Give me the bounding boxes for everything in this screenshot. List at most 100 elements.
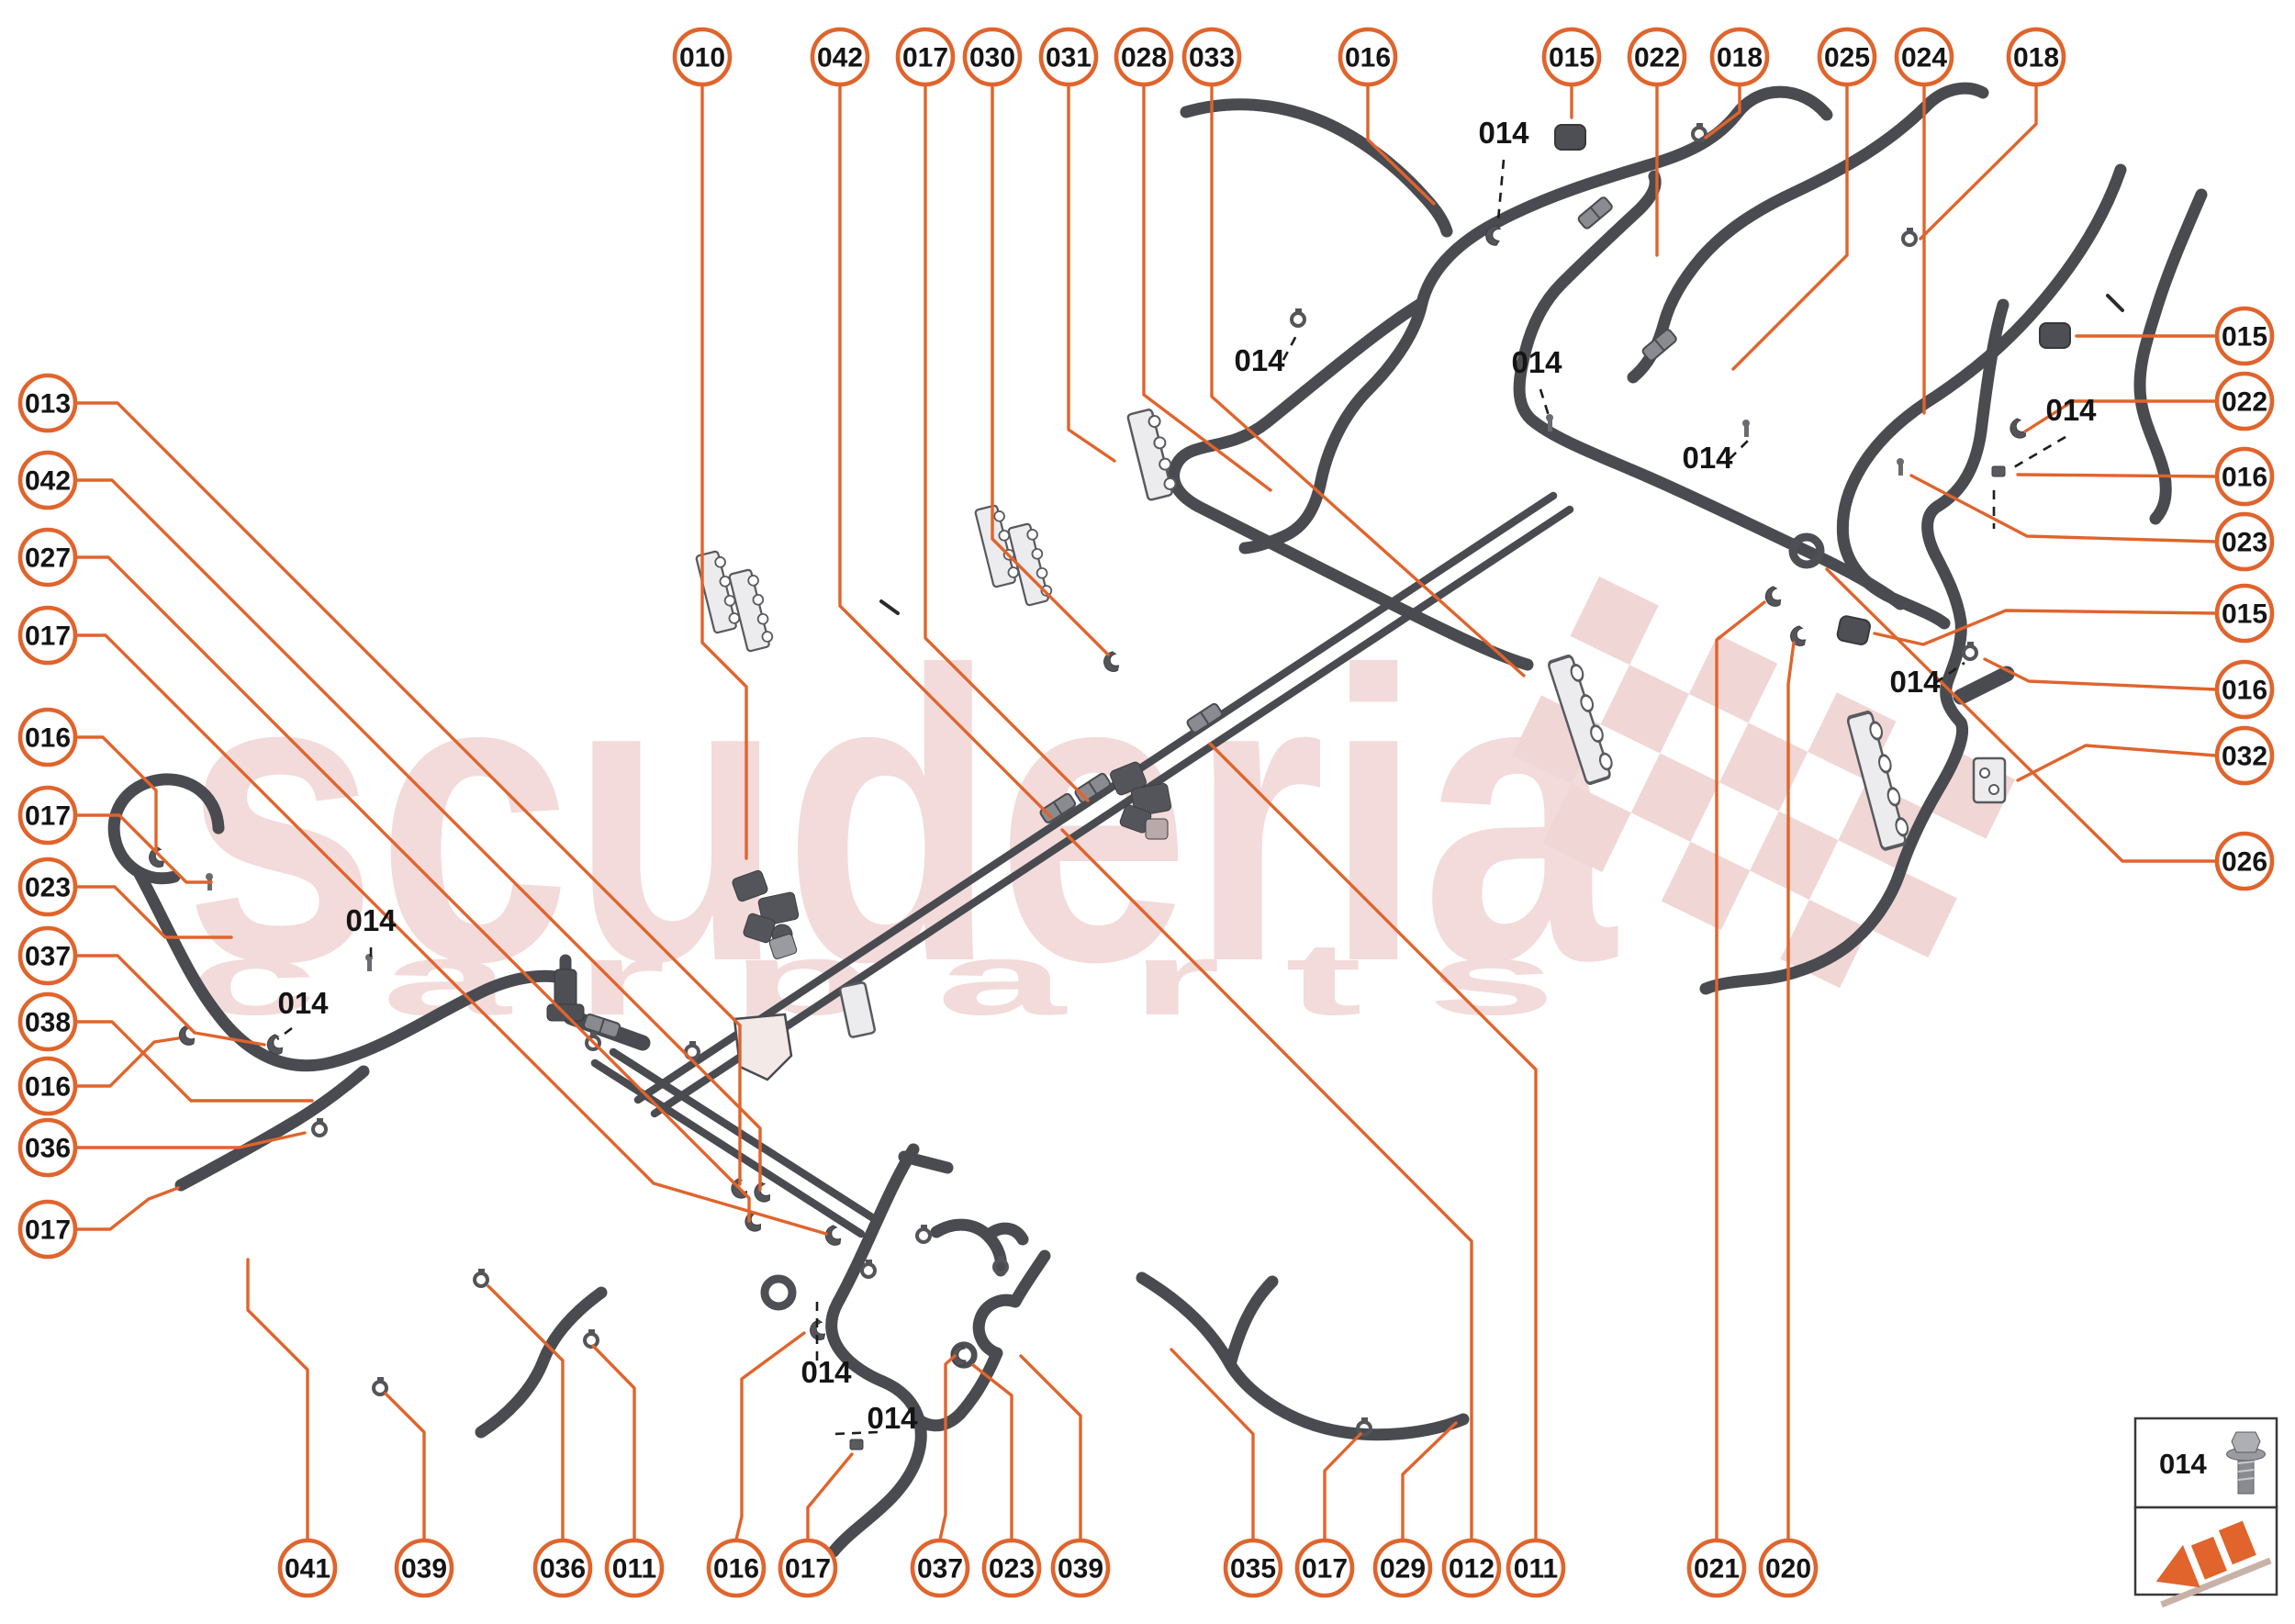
- callout-010[interactable]: [672, 27, 733, 87]
- callout-031[interactable]: [1038, 27, 1099, 87]
- callout-018-top2[interactable]: [2006, 27, 2066, 87]
- hose-y-piece: [930, 1218, 1029, 1277]
- clip-020: [1788, 624, 1807, 648]
- leader-012: [1060, 828, 1473, 1541]
- callout-023-b[interactable]: [981, 1538, 1042, 1598]
- callout-label-022-r: 022: [2222, 387, 2267, 418]
- callout-037-left[interactable]: [17, 925, 78, 986]
- callout-017-top[interactable]: [895, 27, 956, 87]
- hose-far-right: [2133, 188, 2208, 525]
- callout-020[interactable]: [1758, 1538, 1819, 1598]
- callout-label-016-left2: 016: [25, 1072, 71, 1103]
- callout-017-b1[interactable]: [778, 1538, 838, 1598]
- fastener-dash-3: [1539, 388, 1551, 420]
- callout-025[interactable]: [1817, 27, 1877, 87]
- leader-030: [991, 84, 1110, 656]
- callout-030[interactable]: [962, 27, 1023, 87]
- callout-022-top[interactable]: [1627, 27, 1687, 87]
- callout-024[interactable]: [1894, 27, 1954, 87]
- callout-017-left2[interactable]: [17, 785, 78, 846]
- callout-042-top[interactable]: [810, 27, 870, 87]
- callout-021[interactable]: [1686, 1538, 1747, 1598]
- callout-036-left[interactable]: [17, 1117, 78, 1178]
- leader-022-r: [2023, 399, 2218, 433]
- callout-039-b2[interactable]: [1050, 1538, 1111, 1598]
- sleeve-hose-top: [1576, 195, 1615, 231]
- leader-017-b2: [1323, 1432, 1362, 1541]
- callout-016-left2[interactable]: [17, 1056, 78, 1116]
- callout-013[interactable]: [17, 373, 78, 433]
- callout-035[interactable]: [1223, 1538, 1283, 1598]
- callout-016-b[interactable]: [706, 1538, 767, 1598]
- callout-017-left3[interactable]: [17, 1199, 78, 1260]
- callout-036-b[interactable]: [532, 1538, 593, 1598]
- callout-015-top[interactable]: [1541, 27, 1602, 87]
- leader-021: [1715, 600, 1766, 1541]
- callout-023-left[interactable]: [17, 857, 78, 917]
- leader-017-left2: [74, 813, 213, 884]
- bolt-icon: [2226, 1431, 2266, 1495]
- leader-023-left: [74, 885, 233, 939]
- connector-cluster-left: [732, 869, 800, 959]
- callout-029[interactable]: [1372, 1538, 1433, 1598]
- callout-016-top[interactable]: [1338, 27, 1398, 87]
- grommet-ring-left: [765, 1279, 792, 1306]
- hose-right-sweep: [1836, 163, 2127, 630]
- leader-018-top2: [1919, 84, 2038, 241]
- hose-pigtail: [912, 1249, 1051, 1432]
- callout-015-r2[interactable]: [2214, 583, 2275, 644]
- leader-016-r2: [1983, 657, 2218, 691]
- callout-label-017-left2: 017: [25, 801, 71, 832]
- clip-022r: [2007, 417, 2028, 442]
- leader-038: [74, 1020, 314, 1103]
- callout-label-037-b: 037: [917, 1554, 963, 1585]
- callout-027[interactable]: [17, 527, 78, 588]
- callout-label-042-top: 042: [817, 43, 863, 73]
- callout-026[interactable]: [2214, 831, 2275, 891]
- hose-network: [107, 82, 2208, 1558]
- clamp-2: [915, 1223, 932, 1244]
- leader-035: [1170, 1348, 1255, 1541]
- callout-038[interactable]: [17, 991, 78, 1052]
- callout-label-016-top: 016: [1345, 43, 1391, 73]
- callout-018-top[interactable]: [1709, 27, 1770, 87]
- callout-017-left1[interactable]: [17, 605, 78, 666]
- callout-012[interactable]: [1441, 1538, 1502, 1598]
- clamp-011a: [583, 1327, 599, 1349]
- callout-label-025: 025: [1824, 43, 1870, 73]
- leader-018-top: [1704, 84, 1741, 140]
- hose-top-long: [1238, 85, 1833, 554]
- callout-033[interactable]: [1181, 27, 1242, 87]
- callout-023-r[interactable]: [2214, 511, 2275, 572]
- callout-011-b1[interactable]: [604, 1538, 665, 1598]
- leader-011-b2: [1208, 742, 1538, 1541]
- leader-016-left1: [74, 735, 158, 854]
- leader-016-top: [1366, 84, 1436, 206]
- callout-032[interactable]: [2214, 725, 2275, 786]
- callout-016-r1[interactable]: [2214, 446, 2275, 507]
- callout-016-left1[interactable]: [17, 707, 78, 767]
- hose-right-long: [1699, 298, 2010, 995]
- clip-017: [823, 1224, 843, 1249]
- callout-017-b2[interactable]: [1294, 1538, 1355, 1598]
- flag-square: [1719, 722, 1808, 812]
- callout-042-left[interactable]: [17, 450, 78, 510]
- leader-037-left: [74, 954, 266, 1047]
- hose-center-stub: [898, 1150, 954, 1174]
- fastener-label-10: 014: [867, 1401, 918, 1435]
- hose-right-stub: [1953, 666, 2015, 705]
- callout-011-b2[interactable]: [1506, 1538, 1566, 1598]
- callout-015-r1[interactable]: [2214, 306, 2275, 366]
- callout-028[interactable]: [1114, 27, 1174, 87]
- leader-lines: [74, 84, 2218, 1541]
- leader-016-r1: [2016, 473, 2218, 478]
- callout-022-r[interactable]: [2214, 371, 2275, 431]
- flag-square: [1600, 665, 1689, 754]
- callout-016-r2[interactable]: [2214, 659, 2275, 720]
- fastener-label-8: 014: [277, 986, 329, 1020]
- callout-037-b[interactable]: [910, 1538, 970, 1598]
- callout-041[interactable]: [277, 1538, 338, 1598]
- bracket-small: [838, 981, 877, 1038]
- callout-039-b1[interactable]: [394, 1538, 454, 1598]
